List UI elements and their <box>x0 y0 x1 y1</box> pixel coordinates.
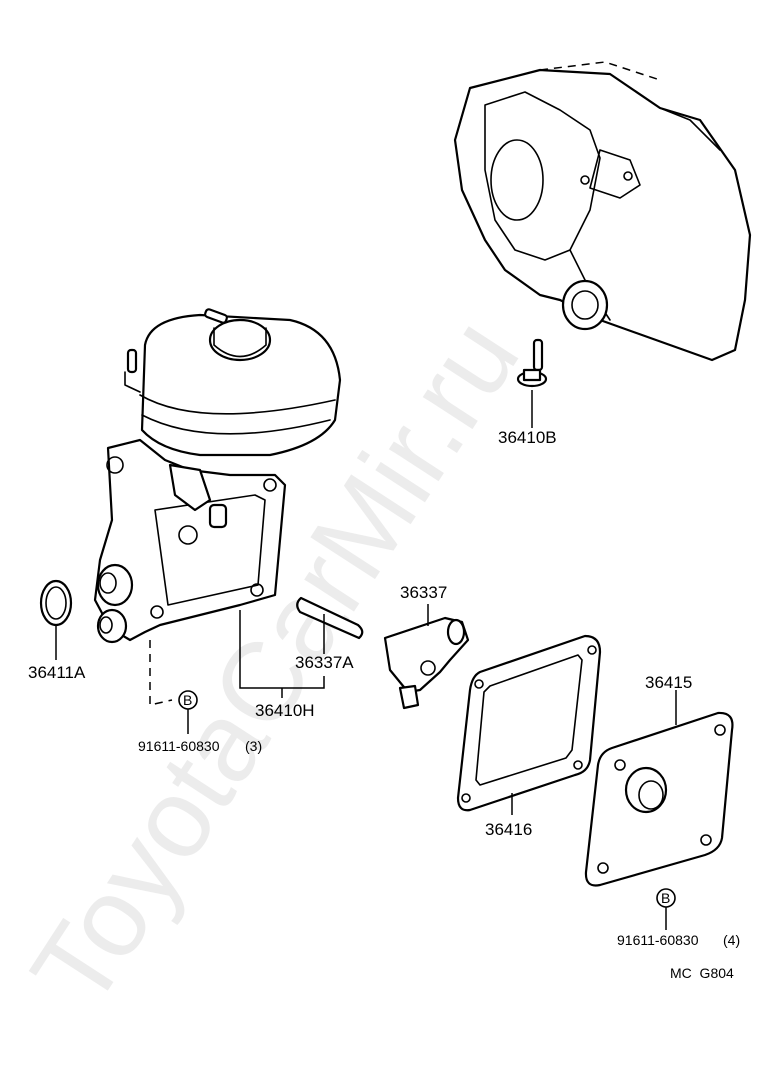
figure-code: MC G804 <box>670 965 734 981</box>
pin-36337a <box>296 596 364 640</box>
label-36416: 36416 <box>485 820 532 839</box>
vacuum-actuator-assembly <box>93 308 342 644</box>
o-ring-36411a <box>39 579 73 627</box>
label-bolt-left: 91611-60830 <box>138 738 220 754</box>
label-36410h: 36410H <box>255 701 315 720</box>
label-bolt-right-qty: (4) <box>723 932 740 948</box>
label-bolt-left-qty: (3) <box>245 738 262 754</box>
lever-36337 <box>383 616 470 710</box>
breather-plug-36410b <box>516 338 548 388</box>
dashed-indicator-left <box>149 640 173 706</box>
label-36411a: 36411A <box>28 663 86 682</box>
bolt-marker-left-text: B <box>183 692 192 708</box>
label-36337: 36337 <box>400 583 447 602</box>
bolt-marker-right-text: B <box>661 890 670 906</box>
label-bolt-right: 91611-60830 <box>617 932 699 948</box>
gasket-36416 <box>456 634 602 812</box>
label-36410b: 36410B <box>498 428 557 447</box>
transaxle-housing <box>453 61 752 362</box>
cover-36415 <box>584 711 734 887</box>
label-36415: 36415 <box>645 673 692 692</box>
label-36337a: 36337A <box>295 653 354 672</box>
bolt-marker-right: B <box>656 888 676 908</box>
